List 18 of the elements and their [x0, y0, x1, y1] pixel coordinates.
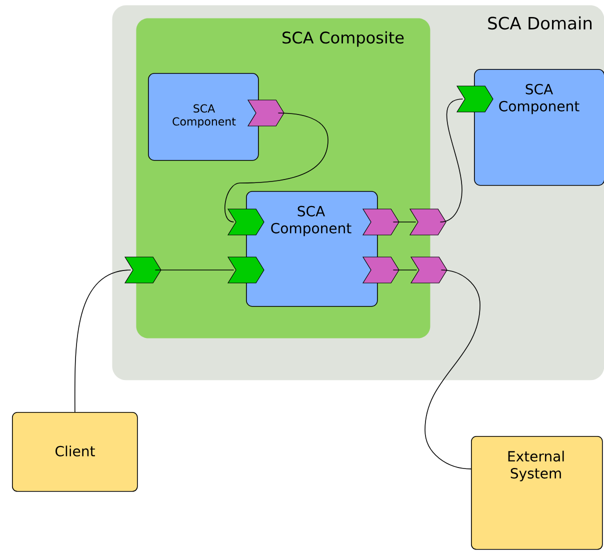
- reference-port: [362, 256, 400, 284]
- component-box: SCA Component: [246, 191, 378, 307]
- connector: [74, 270, 132, 412]
- service-port: [124, 256, 162, 284]
- system-box: Client: [12, 412, 138, 492]
- component-box: SCA Component: [148, 73, 259, 161]
- reference-port: [247, 100, 284, 126]
- service-port: [456, 86, 494, 112]
- component-box: SCA Component: [474, 69, 604, 186]
- connector: [224, 112, 328, 222]
- connector: [424, 270, 480, 470]
- service-port: [227, 256, 264, 284]
- service-port: [227, 208, 264, 236]
- reference-port: [409, 208, 446, 236]
- system-box: External System: [471, 436, 603, 550]
- reference-port: [362, 208, 400, 236]
- connector: [440, 98, 464, 222]
- reference-port: [410, 256, 448, 284]
